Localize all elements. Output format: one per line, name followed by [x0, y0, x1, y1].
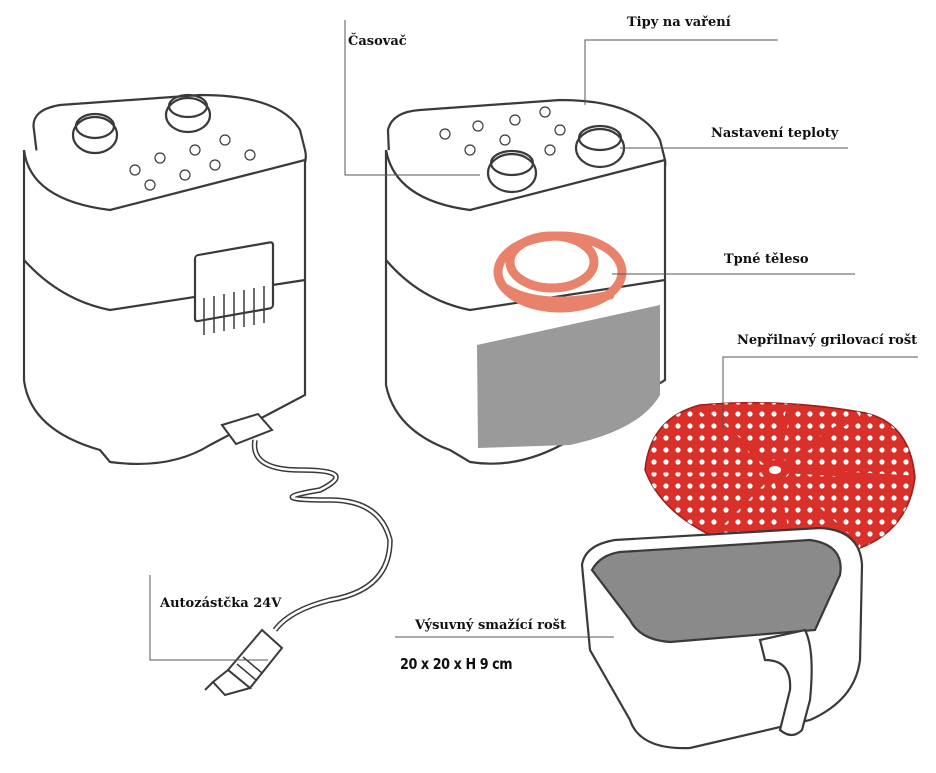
heating-element-label: Tpné těleso — [724, 252, 809, 267]
temperature-label: Nastavení teploty — [711, 126, 839, 141]
power-cord-icon — [220, 412, 393, 632]
car-plug-icon — [204, 628, 284, 697]
grill-rack-label: Nepřilnavý grilovací rošt — [737, 333, 918, 348]
timer-label: Časovač — [348, 34, 407, 49]
car-plug-label: Autozástčka 24V — [160, 596, 282, 611]
cooking-tips-label: Tipy na vaření — [627, 15, 731, 30]
leader-lines — [149, 20, 918, 661]
basket-dimensions: 20 x 20 x H 9 cm — [400, 655, 513, 673]
fry-basket-icon — [580, 526, 864, 750]
grill-rack-icon — [644, 401, 916, 553]
air-fryer-left-view-icon — [22, 93, 307, 466]
air-fryer-right-view-icon — [384, 98, 667, 465]
basket-label: Výsuvný smažící rošt — [415, 618, 567, 633]
heating-coil-icon — [493, 231, 627, 313]
